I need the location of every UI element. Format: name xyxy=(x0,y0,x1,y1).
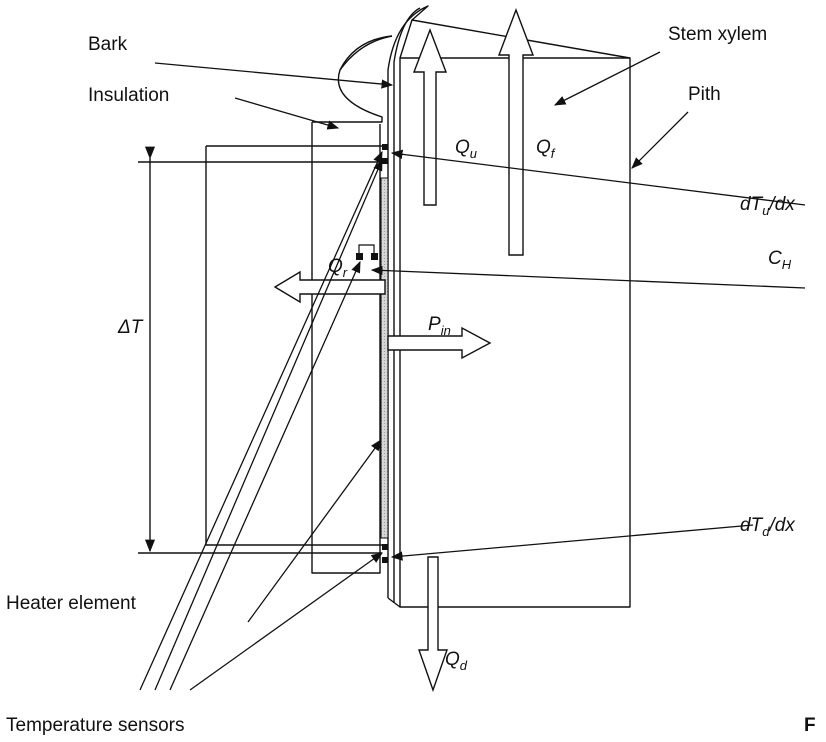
temperature-sensors-label: Temperature sensors xyxy=(6,715,184,736)
q-f-arrow xyxy=(497,8,535,256)
dtu-dx-label: dTu/dx xyxy=(740,194,796,218)
lower-sensor xyxy=(382,544,388,550)
q-d-label: Qd xyxy=(445,649,468,673)
ch-leader xyxy=(370,265,806,289)
sensor-leader-2 xyxy=(154,158,383,691)
dtu-dx-leader xyxy=(390,149,806,206)
p-in-arrow xyxy=(387,326,492,360)
bark-outer-edge xyxy=(387,5,429,598)
bark-leader xyxy=(154,62,394,89)
q-f-label: Qf xyxy=(536,137,556,161)
bark-label: Bark xyxy=(88,34,128,55)
pith-label: Pith xyxy=(688,84,721,105)
sensor-leader-1 xyxy=(139,150,383,691)
q-d-arrow xyxy=(418,556,448,693)
heater-sensor xyxy=(356,253,363,260)
heater-element xyxy=(380,177,389,539)
dtd-dx-leader xyxy=(390,524,754,561)
bark-inner-edge xyxy=(393,7,421,603)
c-h-label: CH xyxy=(768,248,792,272)
upper-sensor-wire xyxy=(205,146,382,546)
dtd-dx-label: dTd/dx xyxy=(740,515,796,539)
insulation-leader xyxy=(234,97,340,130)
pith-leader xyxy=(631,111,689,169)
sensor-leader-4 xyxy=(189,552,383,691)
insulation-label: Insulation xyxy=(88,85,169,106)
p-in-label: Pin xyxy=(428,314,451,338)
sensor-leader-3 xyxy=(169,260,361,691)
heater-element-label: Heater element xyxy=(6,593,137,614)
q-r-arrow xyxy=(273,270,386,304)
stem-xylem-leader xyxy=(553,51,661,106)
corner-letter: F xyxy=(804,715,816,736)
heater-leader xyxy=(247,439,382,623)
stem-xylem-body xyxy=(399,57,631,608)
q-u-arrow xyxy=(412,28,448,206)
delta-t-label: ΔT xyxy=(117,317,144,338)
insulation-outline xyxy=(311,35,393,574)
upper-sensor xyxy=(382,144,388,150)
stem-xylem-label: Stem xylem xyxy=(668,24,767,45)
temperature-sensors xyxy=(356,144,388,563)
q-u-label: Qu xyxy=(455,137,477,161)
q-r-label: Qr xyxy=(328,256,348,280)
